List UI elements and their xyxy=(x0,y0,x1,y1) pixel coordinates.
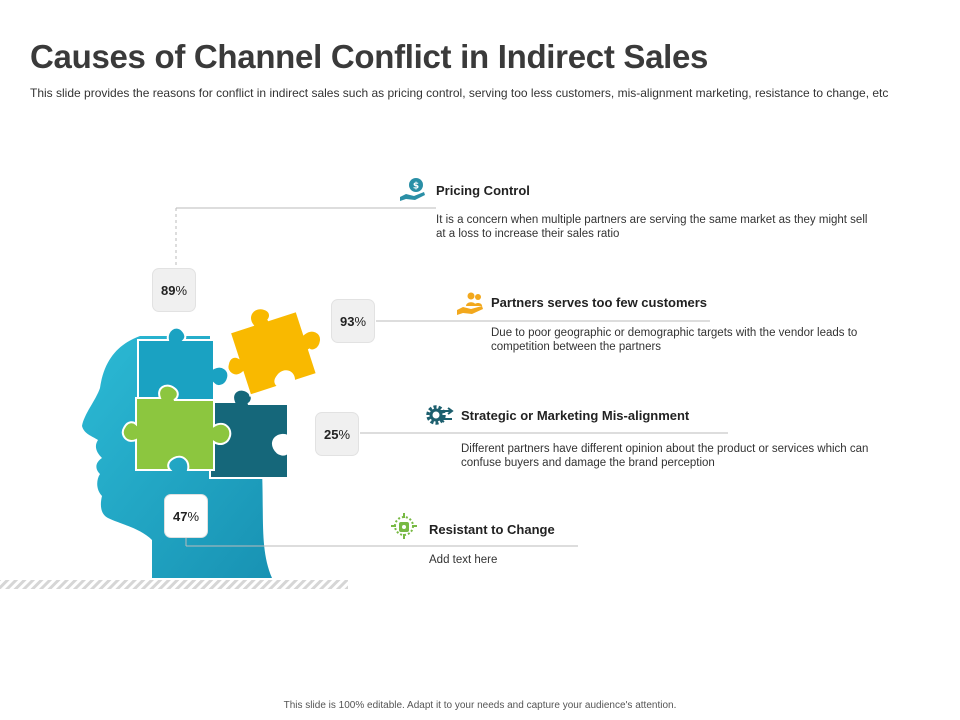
item-desc-pricing-control: It is a concern when multiple partners a… xyxy=(436,214,868,240)
badge-strategic-misalignment: 25% xyxy=(315,412,359,456)
item-desc-resistant-to-change: Add text here xyxy=(429,554,498,566)
puzzle-green xyxy=(121,384,232,471)
badge-partners-few-customers: 93% xyxy=(331,299,375,343)
item-desc-partners-few-customers: Due to poor geographic or demographic ta… xyxy=(491,327,858,353)
puzzle-yellow xyxy=(226,307,322,397)
people-hand-icon xyxy=(457,292,483,315)
gear-arrows-icon xyxy=(426,405,454,425)
slide-title: Causes of Channel Conflict in Indirect S… xyxy=(30,38,709,75)
slide-subtitle: This slide provides the reasons for conf… xyxy=(30,86,889,100)
item-title-pricing-control: Pricing Control xyxy=(436,183,530,198)
item-title-resistant-to-change: Resistant to Change xyxy=(429,522,555,537)
money-hand-icon: $ xyxy=(400,178,425,201)
item-title-strategic-misalignment: Strategic or Marketing Mis-alignment xyxy=(461,408,690,423)
slide-footer: This slide is 100% editable. Adapt it to… xyxy=(283,700,677,711)
puzzle-teal-top xyxy=(137,326,230,409)
change-cycle-icon xyxy=(391,513,417,539)
item-title-partners-few-customers: Partners serves too few customers xyxy=(491,295,708,310)
svg-text:$: $ xyxy=(413,182,419,192)
ground-strip xyxy=(0,580,348,589)
badge-pricing-control: 89% xyxy=(152,268,196,312)
item-desc-strategic-misalignment: Different partners have different opinio… xyxy=(461,443,869,469)
puzzle-dark-teal xyxy=(209,388,289,479)
badge-resistant-to-change: 47% xyxy=(164,494,208,538)
